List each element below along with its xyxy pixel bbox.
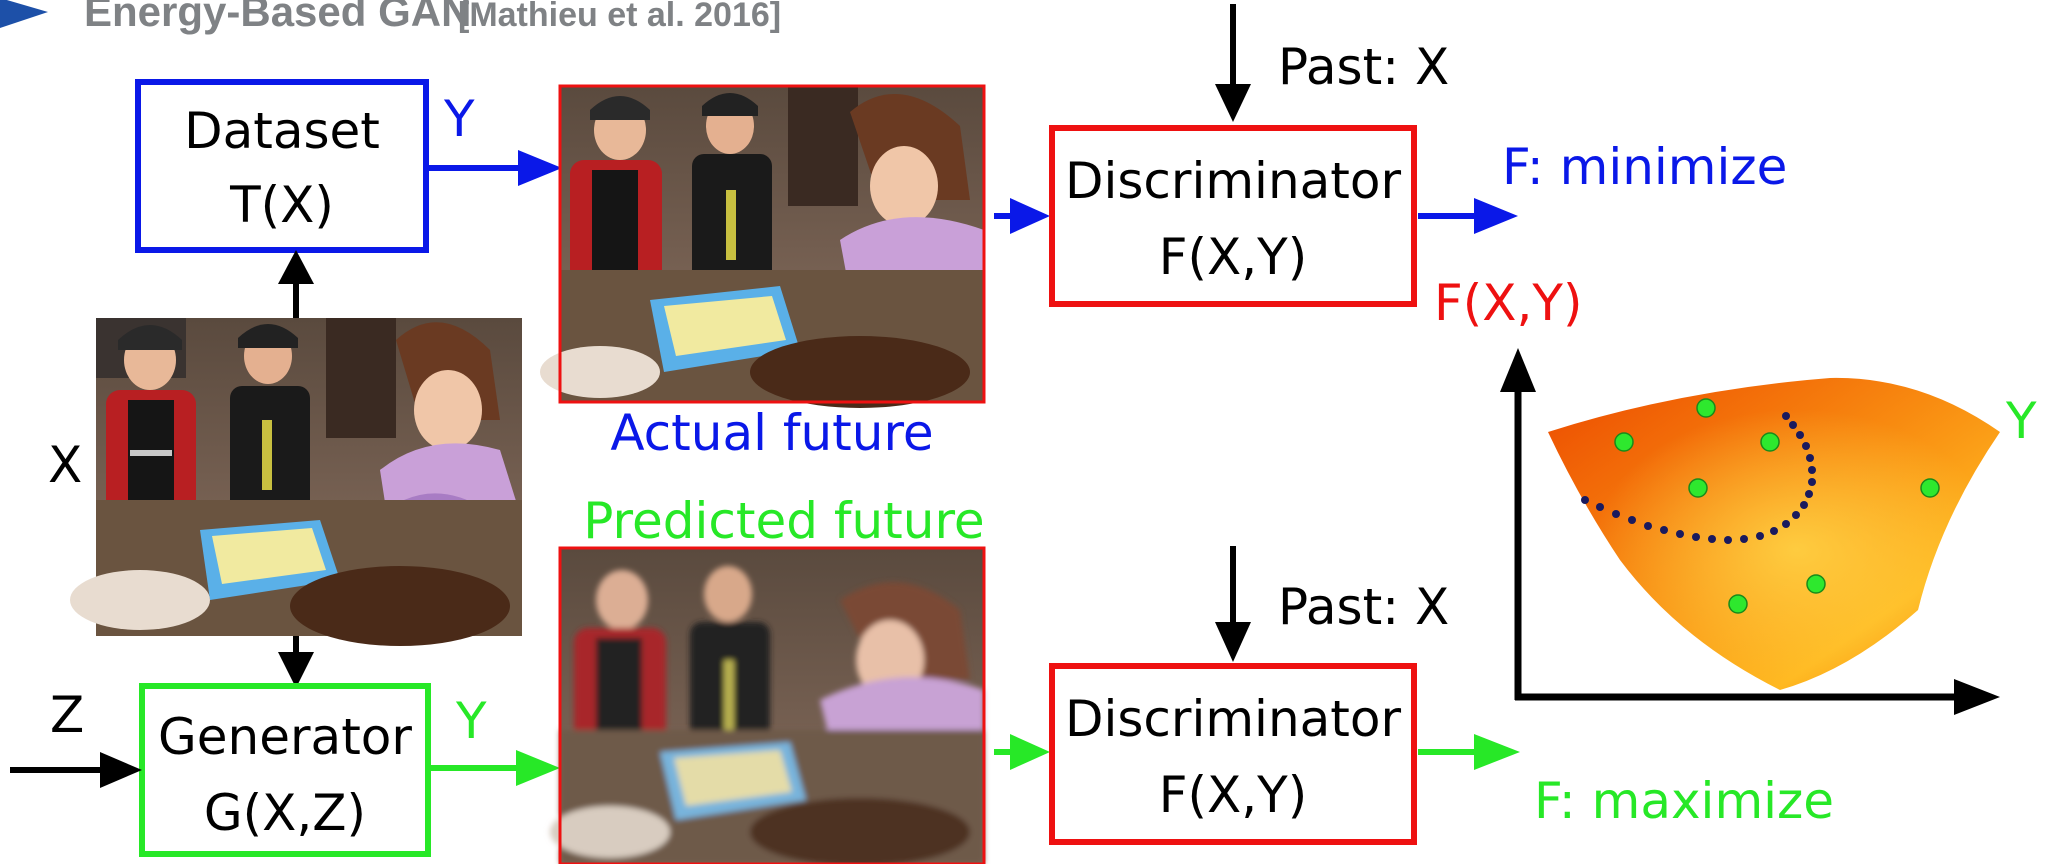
discriminator-bottom-line2: F(X,Y) (1159, 766, 1307, 824)
generator-box-line1: Generator (158, 708, 412, 766)
dataset-box-line2: T(X) (229, 176, 334, 234)
x-input-label: X (48, 436, 82, 494)
arrow-predicted-to-discriminator (994, 734, 1050, 770)
discriminator-top-line1: Discriminator (1065, 152, 1402, 210)
triangle-bullet-icon (0, 0, 48, 28)
generated-sample-dots (1614, 398, 1940, 614)
energy-surface-plot: F(X,Y) Y (1434, 274, 2037, 715)
arrow-discriminator-to-maximize (1418, 734, 1520, 770)
discriminator-top-line2: F(X,Y) (1159, 228, 1307, 286)
generator-box-line2: G(X,Z) (204, 784, 366, 842)
title-citation: [Mathieu et al. 2016] (458, 0, 781, 34)
discriminator-top-box: Discriminator F(X,Y) (1049, 125, 1417, 307)
discriminator-bottom-box: Discriminator F(X,Y) (1049, 663, 1417, 845)
title-main: Energy-Based GAN (84, 0, 471, 35)
predicted-future-label: Predicted future (583, 492, 984, 550)
arrow-actual-to-discriminator (994, 198, 1050, 234)
arrow-past-top (1215, 4, 1251, 122)
actual-future-label: Actual future (610, 404, 933, 462)
arrow-z-to-generator (10, 752, 142, 788)
plot-y-axis-label: Y (2005, 392, 2037, 450)
f-maximize-label: F: maximize (1534, 772, 1834, 830)
plot-f-axis-label: F(X,Y) (1434, 274, 1582, 332)
dataset-box: Dataset T(X) (135, 79, 429, 253)
birthday-party-predicted-frame (550, 546, 986, 864)
generator-box: Generator G(X,Z) (139, 683, 431, 857)
past-label-top: Past: X (1278, 38, 1449, 96)
arrow-generator-to-predicted (428, 750, 560, 786)
data-manifold-curve (1581, 412, 1816, 544)
z-input-label: Z (50, 686, 84, 744)
birthday-party-actual-frame (540, 84, 986, 408)
arrow-x-to-generator (278, 636, 314, 688)
slide-title: Energy-Based GAN [Mathieu et al. 2016] (0, 0, 781, 35)
y-label-generator: Y (455, 692, 487, 750)
discriminator-bottom-line1: Discriminator (1065, 690, 1402, 748)
f-minimize-label: F: minimize (1502, 138, 1787, 196)
past-label-bottom: Past: X (1278, 578, 1449, 636)
y-label-dataset: Y (443, 90, 475, 148)
arrow-dataset-to-actual (426, 150, 562, 186)
arrow-x-to-dataset (278, 250, 314, 318)
birthday-party-input-frame (70, 318, 522, 646)
arrow-past-bottom (1215, 546, 1251, 662)
arrow-discriminator-to-minimize (1418, 198, 1518, 234)
dataset-box-line1: Dataset (184, 102, 380, 160)
